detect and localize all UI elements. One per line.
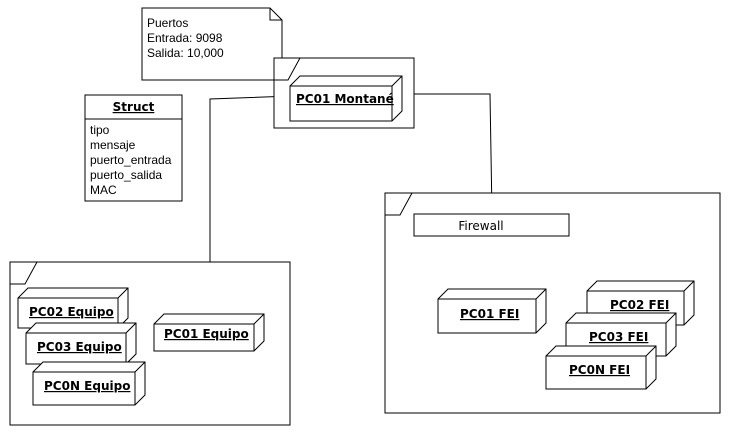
struct-attr-puerto-salida: puerto_salida [90, 168, 162, 182]
node-label: PC01 Montané [296, 92, 394, 106]
note-line-output-port: Salida: 10,000 [147, 46, 224, 60]
node-pc0n-fei[interactable]: PC0N FEI [545, 345, 657, 390]
node-pc01-fei[interactable]: PC01 FEI [437, 288, 547, 334]
node-pc03-equipo[interactable]: PC03 Equipo [25, 322, 137, 365]
node-label: PC02 Equipo [29, 305, 114, 319]
note-line-input-port: Entrada: 9098 [147, 31, 223, 45]
firewall-label: Firewall [458, 219, 503, 233]
node-label: PC03 FEI [589, 330, 648, 344]
struct-attr-mensaje: mensaje [90, 138, 136, 152]
node-label: PC0N Equipo [44, 379, 130, 393]
note-line-ports: Puertos [147, 16, 188, 30]
connector-montane-equipo [209, 95, 293, 314]
struct-attr-tipo: tipo [90, 123, 110, 137]
connector-montane-firewall [402, 93, 493, 215]
struct-attr-mac: MAC [90, 183, 117, 197]
node-label: PC0N FEI [569, 363, 630, 377]
node-label: PC01 FEI [460, 307, 519, 321]
node-pc02-equipo[interactable]: PC02 Equipo [17, 287, 129, 329]
struct-attr-puerto-entrada: puerto_entrada [90, 153, 172, 167]
node-label: PC01 Equipo [164, 327, 249, 341]
node-pc01-equipo[interactable]: PC01 Equipo [153, 313, 265, 352]
firewall-box[interactable]: Firewall [413, 213, 570, 237]
ports-note: Puertos Entrada: 9098 Salida: 10,000 [141, 7, 283, 81]
node-pc01-montane[interactable]: PC01 Montané [289, 75, 403, 122]
node-pc03-fei[interactable]: PC03 FEI [565, 312, 677, 357]
struct-class: Struct tipo mensaje puerto_entrada puert… [84, 94, 183, 202]
struct-title: Struct [113, 100, 155, 114]
node-label: PC03 Equipo [37, 340, 122, 354]
node-label: PC02 FEI [610, 298, 669, 312]
node-pc0n-equipo[interactable]: PC0N Equipo [32, 361, 146, 406]
